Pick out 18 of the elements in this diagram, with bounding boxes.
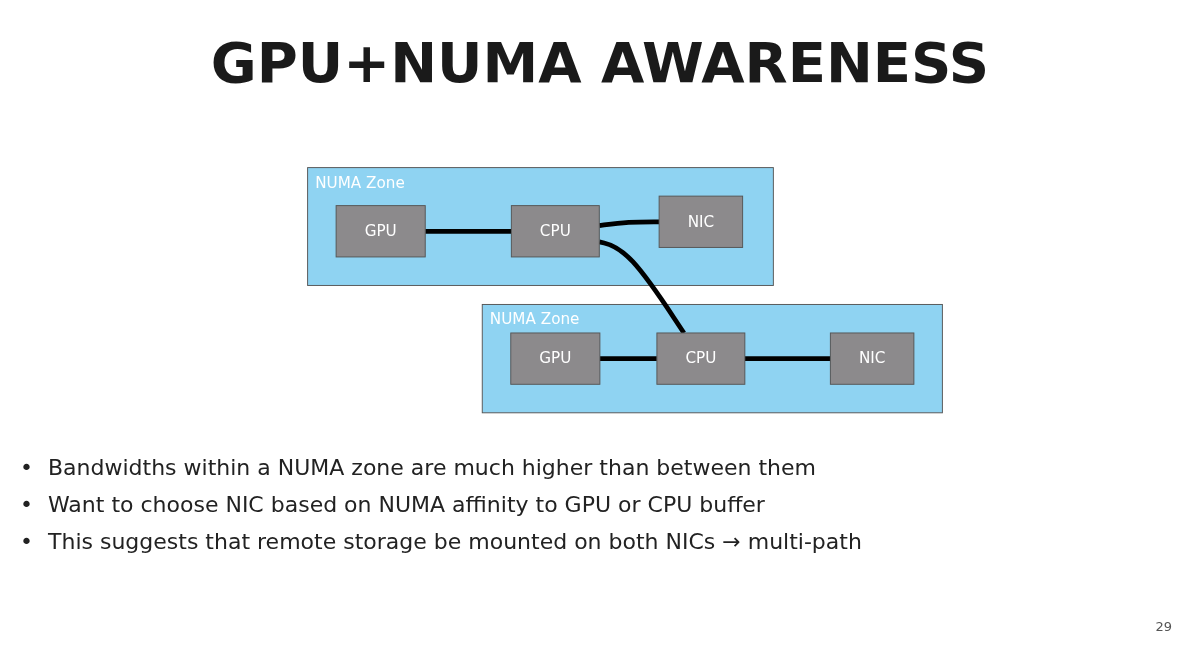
node-box: GPU [510, 332, 601, 385]
connector [599, 356, 657, 361]
connector [744, 356, 831, 361]
bullet-marker: • [20, 492, 34, 517]
bullet-text: Want to choose NIC based on NUMA affinity to GPU or CPU buffer [48, 492, 765, 517]
slide-title: GPU+NUMA AWARENESS [209, 30, 991, 95]
node-box: NIC [829, 332, 915, 385]
bullet-marker: • [20, 529, 34, 554]
node-box: GPU [335, 204, 426, 258]
bullet-text: This suggests that remote storage be mounted on both NICs → multi-path [48, 529, 862, 554]
bullet-marker: • [20, 455, 34, 480]
bullet-text: Bandwidths within a NUMA zone are much higher than between them [48, 455, 816, 480]
page-number: 29 [1155, 619, 1172, 634]
node-box: CPU [656, 332, 746, 385]
connector [599, 219, 660, 228]
node-box: CPU [510, 204, 600, 258]
connector [425, 228, 512, 234]
node-box: NIC [658, 195, 744, 248]
